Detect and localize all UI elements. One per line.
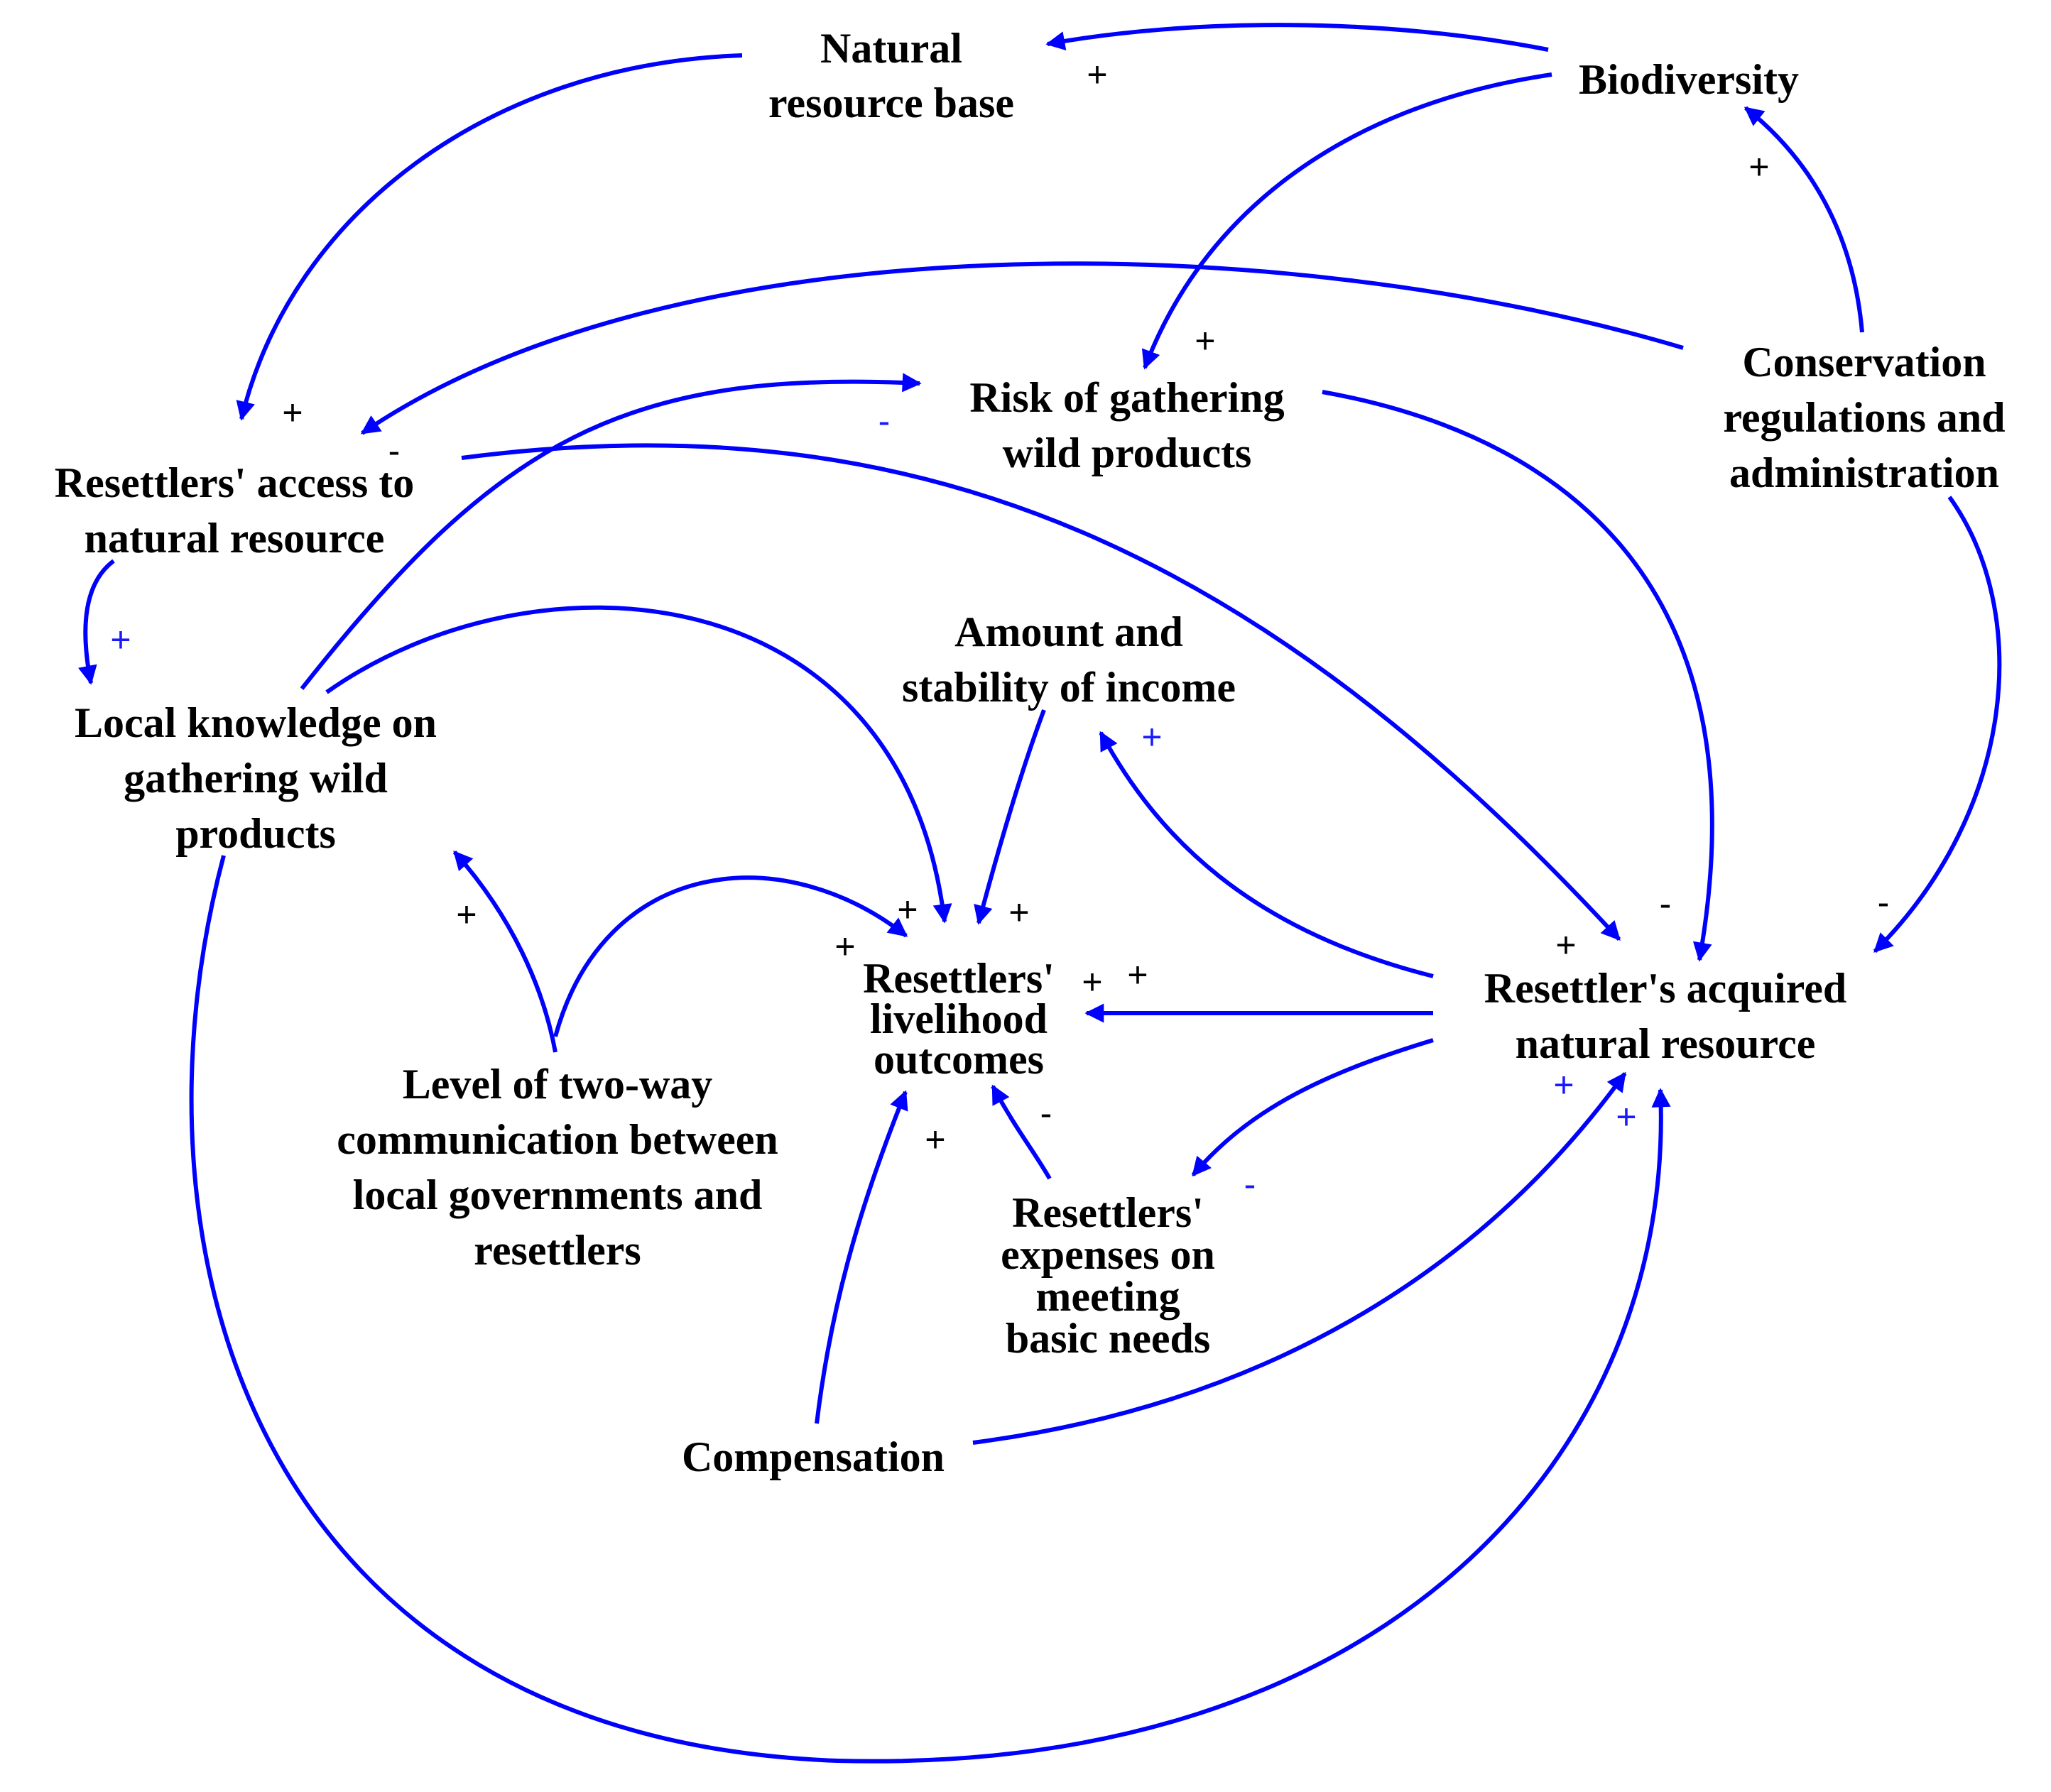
node-label-line: regulations and <box>1723 394 2005 441</box>
link-natural-resource-base-to-access <box>236 53 743 421</box>
node-label-line: Resettlers' <box>1012 1189 1204 1236</box>
node-compensation: Compensation <box>682 1433 945 1480</box>
node-label-line: stability of income <box>902 664 1236 711</box>
polarity-label: - <box>1878 883 1890 922</box>
node-label-line: wild products <box>1003 430 1252 476</box>
node-label-line: administration <box>1729 449 1999 496</box>
polarity-label: - <box>1660 884 1672 924</box>
node-two-way-communication: Level of two-way communication between l… <box>337 1061 778 1274</box>
polarity-label: + <box>925 1120 945 1159</box>
polarity-label: - <box>878 401 891 441</box>
link-compensation-to-acquired <box>972 1071 1627 1445</box>
link-communication-to-livelihood <box>553 875 908 1037</box>
node-label-line: outcomes <box>874 1036 1044 1083</box>
node-label-line: resource base <box>768 80 1014 126</box>
polarity-label: - <box>1244 1164 1256 1204</box>
polarity-label: + <box>1195 321 1215 361</box>
node-label-line: Conservation <box>1742 339 1986 386</box>
link-compensation-to-livelihood <box>815 1090 908 1424</box>
link-conservation-to-biodiversity <box>1743 106 1864 333</box>
link-acquired-to-expenses <box>1191 1038 1434 1177</box>
polarity-label: - <box>388 431 401 471</box>
polarity-label: + <box>1616 1097 1636 1137</box>
node-label-line: Amount and <box>954 608 1183 655</box>
node-label-line: basic needs <box>1006 1315 1210 1362</box>
link-acquired-to-income <box>1099 731 1434 978</box>
polarity-label: + <box>1553 1065 1574 1105</box>
node-label-line: expenses on <box>1001 1231 1215 1278</box>
polarity-label: + <box>1555 925 1576 965</box>
link-local-knowledge-to-acquired <box>189 855 1671 1764</box>
node-label-line: natural resource <box>1516 1020 1816 1067</box>
node-natural-resource-base: Natural resource base <box>768 25 1014 126</box>
node-resettlers-access: Resettlers' access to natural resource <box>55 459 414 562</box>
node-label-line: Resettlers' <box>863 955 1055 1002</box>
node-label-line: local governments and <box>353 1171 763 1218</box>
node-label-line: Resettler's acquired <box>1484 965 1846 1012</box>
polarity-label: + <box>1141 717 1162 757</box>
node-label-line: meeting <box>1035 1273 1180 1320</box>
link-local-knowledge-to-livelihood <box>325 605 952 924</box>
link-biodiversity-to-risk <box>1141 72 1552 370</box>
polarity-label: + <box>1008 892 1029 932</box>
link-risk-to-acquired <box>1322 390 1714 962</box>
node-income: Amount and stability of income <box>902 608 1236 711</box>
node-label-line: Compensation <box>682 1433 945 1480</box>
node-label-line: livelihood <box>870 995 1048 1042</box>
link-biodiversity-to-natural-resource-base <box>1045 23 1549 52</box>
node-label-line: communication between <box>337 1116 778 1163</box>
polarity-label: - <box>1040 1093 1052 1133</box>
link-access-to-local-knowledge <box>78 559 115 685</box>
node-local-knowledge: Local knowledge on gathering wild produc… <box>75 699 437 857</box>
node-label-line: Natural <box>820 25 962 72</box>
node-label-line: gathering wild <box>124 755 388 802</box>
link-income-to-livelihood <box>974 709 1046 925</box>
polarity-label: + <box>834 927 855 966</box>
node-label-line: Resettlers' access to <box>55 459 414 506</box>
link-communication-to-local-knowledge <box>452 850 557 1053</box>
polarity-label: + <box>1127 955 1148 995</box>
link-access-to-acquired <box>461 443 1621 941</box>
node-label-line: Level of two-way <box>403 1061 713 1108</box>
polarity-labels: + + + + - - + - - + + + + + + + + - - + … <box>110 55 1889 1204</box>
node-conservation-regulations: Conservation regulations and administrat… <box>1723 339 2005 496</box>
node-livelihood-outcomes: Resettlers' livelihood outcomes <box>863 955 1055 1083</box>
polarity-label: + <box>282 393 303 432</box>
node-risk-of-gathering: Risk of gathering wild products <box>969 374 1284 476</box>
node-label-line: resettlers <box>474 1227 641 1274</box>
polarity-label: + <box>1087 55 1107 94</box>
link-local-knowledge-to-risk <box>300 373 922 690</box>
node-label-line: products <box>175 810 336 857</box>
polarity-label: + <box>110 620 131 660</box>
link-conservation-to-acquired <box>1873 496 2002 954</box>
node-label-line: Biodiversity <box>1579 56 1799 103</box>
polarity-label: + <box>456 895 477 934</box>
link-expenses-to-livelihood <box>991 1084 1052 1180</box>
node-expenses: Resettlers' expenses on meeting basic ne… <box>1001 1189 1215 1362</box>
node-biodiversity: Biodiversity <box>1579 56 1799 103</box>
node-label-line: natural resource <box>85 515 385 562</box>
node-acquired-resource: Resettler's acquired natural resource <box>1484 965 1846 1067</box>
node-label-line: Local knowledge on <box>75 699 437 746</box>
node-label-line: Risk of gathering <box>969 374 1284 421</box>
polarity-label: + <box>1082 962 1102 1002</box>
polarity-label: + <box>1748 147 1769 187</box>
polarity-label: + <box>897 890 918 929</box>
link-conservation-to-access <box>360 261 1684 435</box>
